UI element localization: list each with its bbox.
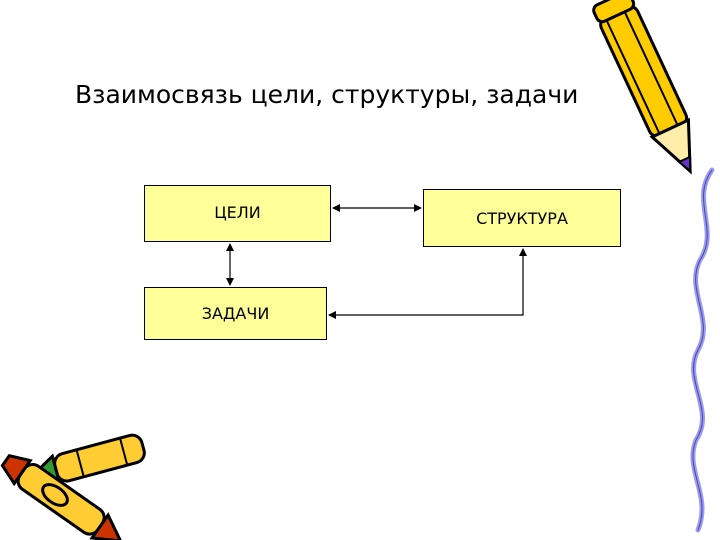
- structure-tasks-arrow: [328, 248, 527, 319]
- tasks-box: ЗАДАЧИ: [144, 287, 327, 340]
- structure-box: СТРУКТУРА: [423, 189, 621, 247]
- slide-title: Взаимосвязь цели, структуры, задачи: [75, 80, 579, 109]
- goals-box: ЦЕЛИ: [144, 185, 331, 242]
